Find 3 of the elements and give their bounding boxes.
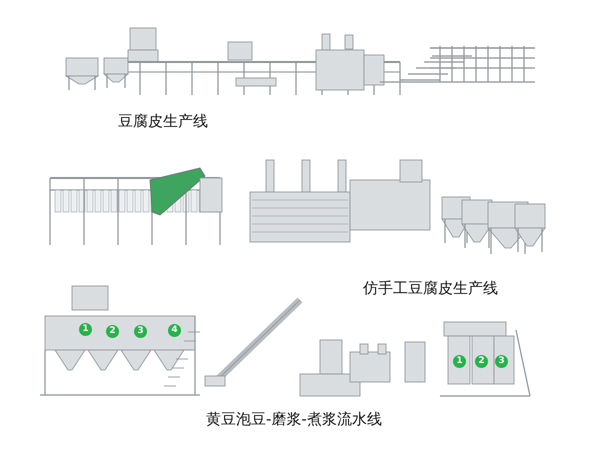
line-caption: 豆腐皮生产线 xyxy=(118,112,208,130)
line-caption: 黄豆泡豆-磨浆-煮浆流水线 xyxy=(206,410,382,428)
line-caption: 仿手工豆腐皮生产线 xyxy=(363,279,498,297)
